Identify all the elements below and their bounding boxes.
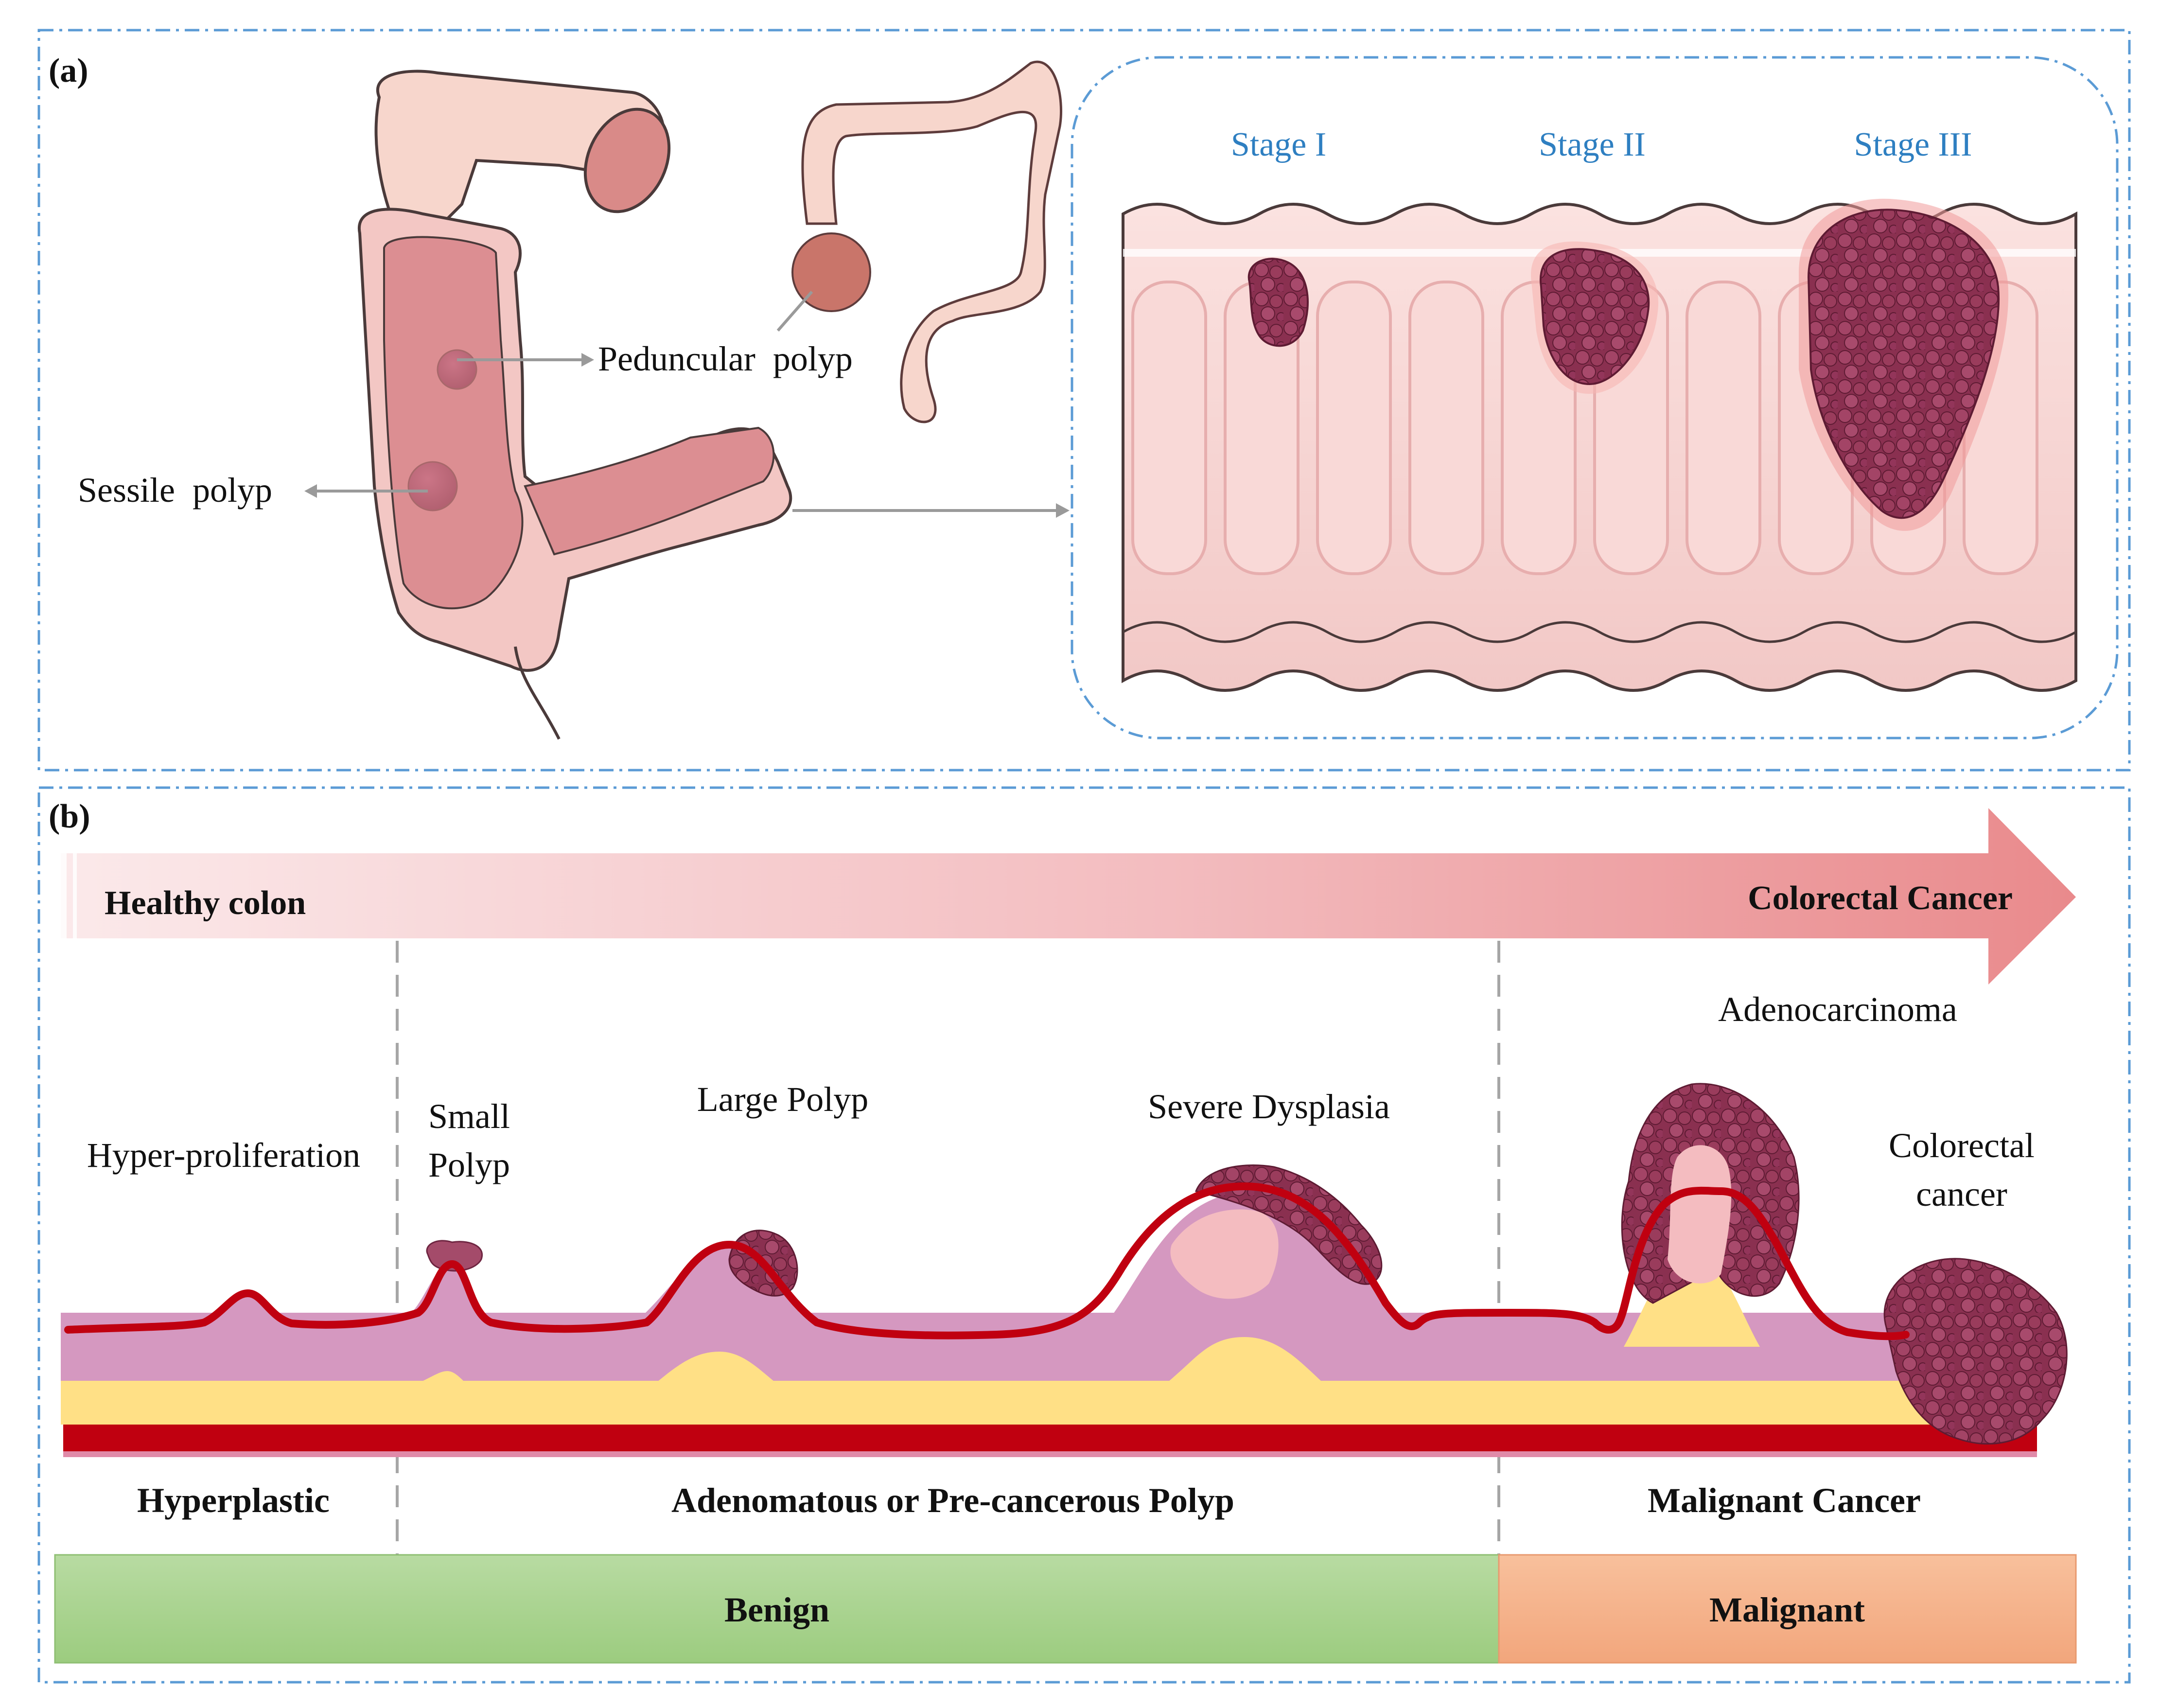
peduncular-arrowhead xyxy=(581,353,594,367)
stage-3-label: Stage III xyxy=(1854,126,1972,163)
adenocarcinoma-tumor xyxy=(1621,1083,1800,1347)
magnify-arrowhead xyxy=(1056,503,1070,518)
adenocarcinoma-label: Adenocarcinoma xyxy=(1718,990,1957,1029)
hyper-proliferation-label: Hyper-proliferation xyxy=(87,1136,360,1175)
stage-1-label: Stage I xyxy=(1231,126,1326,163)
small-polyp-label-line2: Polyp xyxy=(428,1145,510,1184)
hyperplastic-label: Hyperplastic xyxy=(137,1481,330,1520)
large-polyp-label: Large Polyp xyxy=(697,1080,869,1119)
stage-2-tumor xyxy=(1531,241,1659,394)
colorectal-cancer-tumor xyxy=(1883,1258,2068,1445)
benign-bar xyxy=(54,1554,1500,1664)
malignant-bar xyxy=(1498,1554,2077,1664)
malignant-cancer-label: Malignant Cancer xyxy=(1648,1481,1921,1520)
panel-a-frame xyxy=(37,29,2131,772)
colorectal-cancer-label-line1: Colorectal xyxy=(1889,1126,2035,1165)
small-colon-illustration xyxy=(776,60,1062,423)
stage-1-tumor xyxy=(1247,258,1309,347)
severe-dysplasia-label: Severe Dysplasia xyxy=(1148,1087,1390,1126)
sessile-arrowhead xyxy=(304,484,317,498)
colon-illustration xyxy=(357,70,792,740)
panel-b-label: (b) xyxy=(49,798,90,835)
colorectal-cancer-arrow-label: Colorectal Cancer xyxy=(1748,880,2013,917)
small-polyp-tumor xyxy=(426,1240,483,1272)
basement-membrane-line xyxy=(64,1182,1910,1340)
stage-2-label: Stage II xyxy=(1539,126,1646,163)
healthy-colon-label: Healthy colon xyxy=(105,884,306,922)
malignant-label: Malignant xyxy=(1709,1590,1865,1629)
tissue-layers xyxy=(61,1313,2037,1457)
benign-label: Benign xyxy=(724,1590,829,1629)
colorectal-cancer-label-line2: cancer xyxy=(1916,1175,2007,1214)
progression-arrow xyxy=(61,808,2076,985)
peduncular-polyp-label: Peduncular polyp xyxy=(598,339,853,378)
sessile-polyp-label: Sessile polyp xyxy=(78,471,272,510)
severe-dysplasia-tumor xyxy=(1170,1164,1383,1299)
small-polyp-label-line1: Small xyxy=(428,1097,510,1136)
panel-b-frame xyxy=(37,786,2131,1684)
stage-3-tumor xyxy=(1799,198,2009,531)
magnified-view-frame xyxy=(1071,56,2119,740)
panel-a-label: (a) xyxy=(49,52,88,89)
adenomatous-label: Adenomatous or Pre-cancerous Polyp xyxy=(671,1481,1234,1520)
